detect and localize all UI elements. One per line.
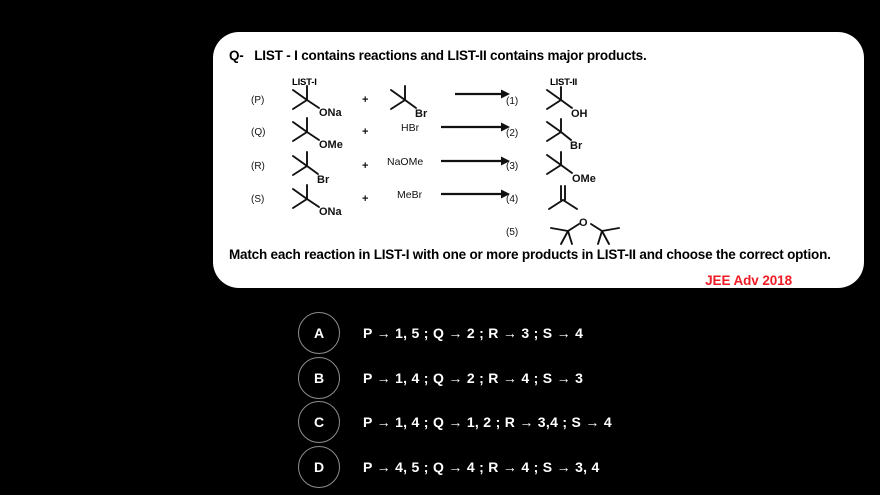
question-prefix: Q- bbox=[229, 48, 244, 63]
option-letter-c[interactable]: C bbox=[298, 401, 340, 443]
reaction-arrow-p bbox=[453, 87, 511, 105]
svg-text:Br: Br bbox=[570, 140, 583, 152]
structure-tert-butyl-bromide-r: Br bbox=[285, 148, 349, 193]
reagent-label-r: NaOMe bbox=[387, 156, 424, 168]
structure-tert-butoxide-s: ONa bbox=[285, 181, 355, 226]
option-row-b[interactable]: B P → 1, 4 ; Q → 2 ; R → 4 ; S → 3 bbox=[298, 357, 583, 399]
structure-tert-butoxide-p: ONa bbox=[285, 82, 355, 127]
list1-row-label-p: (P) bbox=[251, 95, 265, 106]
option-text-b[interactable]: P → 1, 4 ; Q → 2 ; R → 4 ; S → 3 bbox=[363, 370, 584, 386]
reaction-arrow-r bbox=[439, 154, 511, 172]
list2-row-label-5: (5) bbox=[506, 227, 519, 238]
option-letter-d[interactable]: D bbox=[298, 446, 340, 488]
question-header: Q- LIST - I contains reactions and LIST-… bbox=[229, 48, 647, 63]
list2-row-label-3: (3) bbox=[506, 161, 519, 172]
svg-text:OMe: OMe bbox=[319, 139, 343, 151]
list1-row-label-q: (Q) bbox=[251, 127, 266, 138]
option-row-a[interactable]: A P → 1, 5 ; Q → 2 ; R → 3 ; S → 4 bbox=[298, 312, 583, 354]
question-card: Q- LIST - I contains reactions and LIST-… bbox=[213, 32, 864, 288]
option-letter-b[interactable]: B bbox=[298, 357, 340, 399]
question-title: LIST - I contains reactions and LIST-II … bbox=[254, 48, 647, 63]
option-text-d[interactable]: P → 4, 5 ; Q → 4 ; R → 4 ; S → 3, 4 bbox=[363, 459, 600, 475]
list1-row-label-s: (S) bbox=[251, 194, 265, 205]
option-text-a[interactable]: P → 1, 5 ; Q → 2 ; R → 3 ; S → 4 bbox=[363, 325, 584, 341]
svg-text:ONa: ONa bbox=[319, 107, 343, 119]
plus-sign-s: + bbox=[362, 193, 369, 205]
structure-tert-butyl-bromide-2: Br bbox=[541, 116, 603, 159]
plus-sign-q: + bbox=[362, 126, 369, 138]
list-1-heading: LIST-I bbox=[292, 77, 317, 88]
option-text-c[interactable]: P → 1, 4 ; Q → 1, 2 ; R → 3,4 ; S → 4 bbox=[363, 414, 612, 430]
structure-mtbe-q: OMe bbox=[285, 114, 357, 159]
svg-text:Br: Br bbox=[415, 108, 428, 120]
list-2-heading: LIST-II bbox=[550, 77, 578, 88]
option-letter-a[interactable]: A bbox=[298, 312, 340, 354]
svg-text:O: O bbox=[579, 217, 588, 229]
svg-text:OMe: OMe bbox=[572, 173, 596, 185]
structure-tert-butyl-bromide-p: Br bbox=[383, 82, 443, 127]
list2-row-label-1: (1) bbox=[506, 96, 519, 107]
structure-di-tert-butyl-ether-5: O bbox=[541, 214, 627, 253]
structure-mtbe-3: OMe bbox=[541, 149, 613, 192]
reaction-arrow-q bbox=[439, 120, 511, 138]
plus-sign-r: + bbox=[362, 160, 369, 172]
svg-text:OH: OH bbox=[571, 108, 588, 120]
svg-text:Br: Br bbox=[317, 174, 330, 186]
option-row-c[interactable]: C P → 1, 4 ; Q → 1, 2 ; R → 3,4 ; S → 4 bbox=[298, 401, 612, 443]
list1-row-label-r: (R) bbox=[251, 161, 265, 172]
structure-isobutylene-4 bbox=[543, 182, 599, 221]
structure-tert-butanol-1: OH bbox=[541, 84, 603, 127]
list2-row-label-2: (2) bbox=[506, 128, 519, 139]
reaction-arrow-s bbox=[439, 187, 511, 205]
reagent-label-q: HBr bbox=[401, 122, 420, 134]
list2-row-label-4: (4) bbox=[506, 194, 519, 205]
exam-tag: JEE Adv 2018 bbox=[705, 273, 792, 288]
reagent-label-s: MeBr bbox=[397, 189, 423, 201]
svg-text:ONa: ONa bbox=[319, 206, 343, 218]
match-instruction: Match each reaction in LIST-I with one o… bbox=[229, 247, 831, 262]
option-row-d[interactable]: D P → 4, 5 ; Q → 4 ; R → 4 ; S → 3, 4 bbox=[298, 446, 600, 488]
plus-sign-p: + bbox=[362, 94, 369, 106]
